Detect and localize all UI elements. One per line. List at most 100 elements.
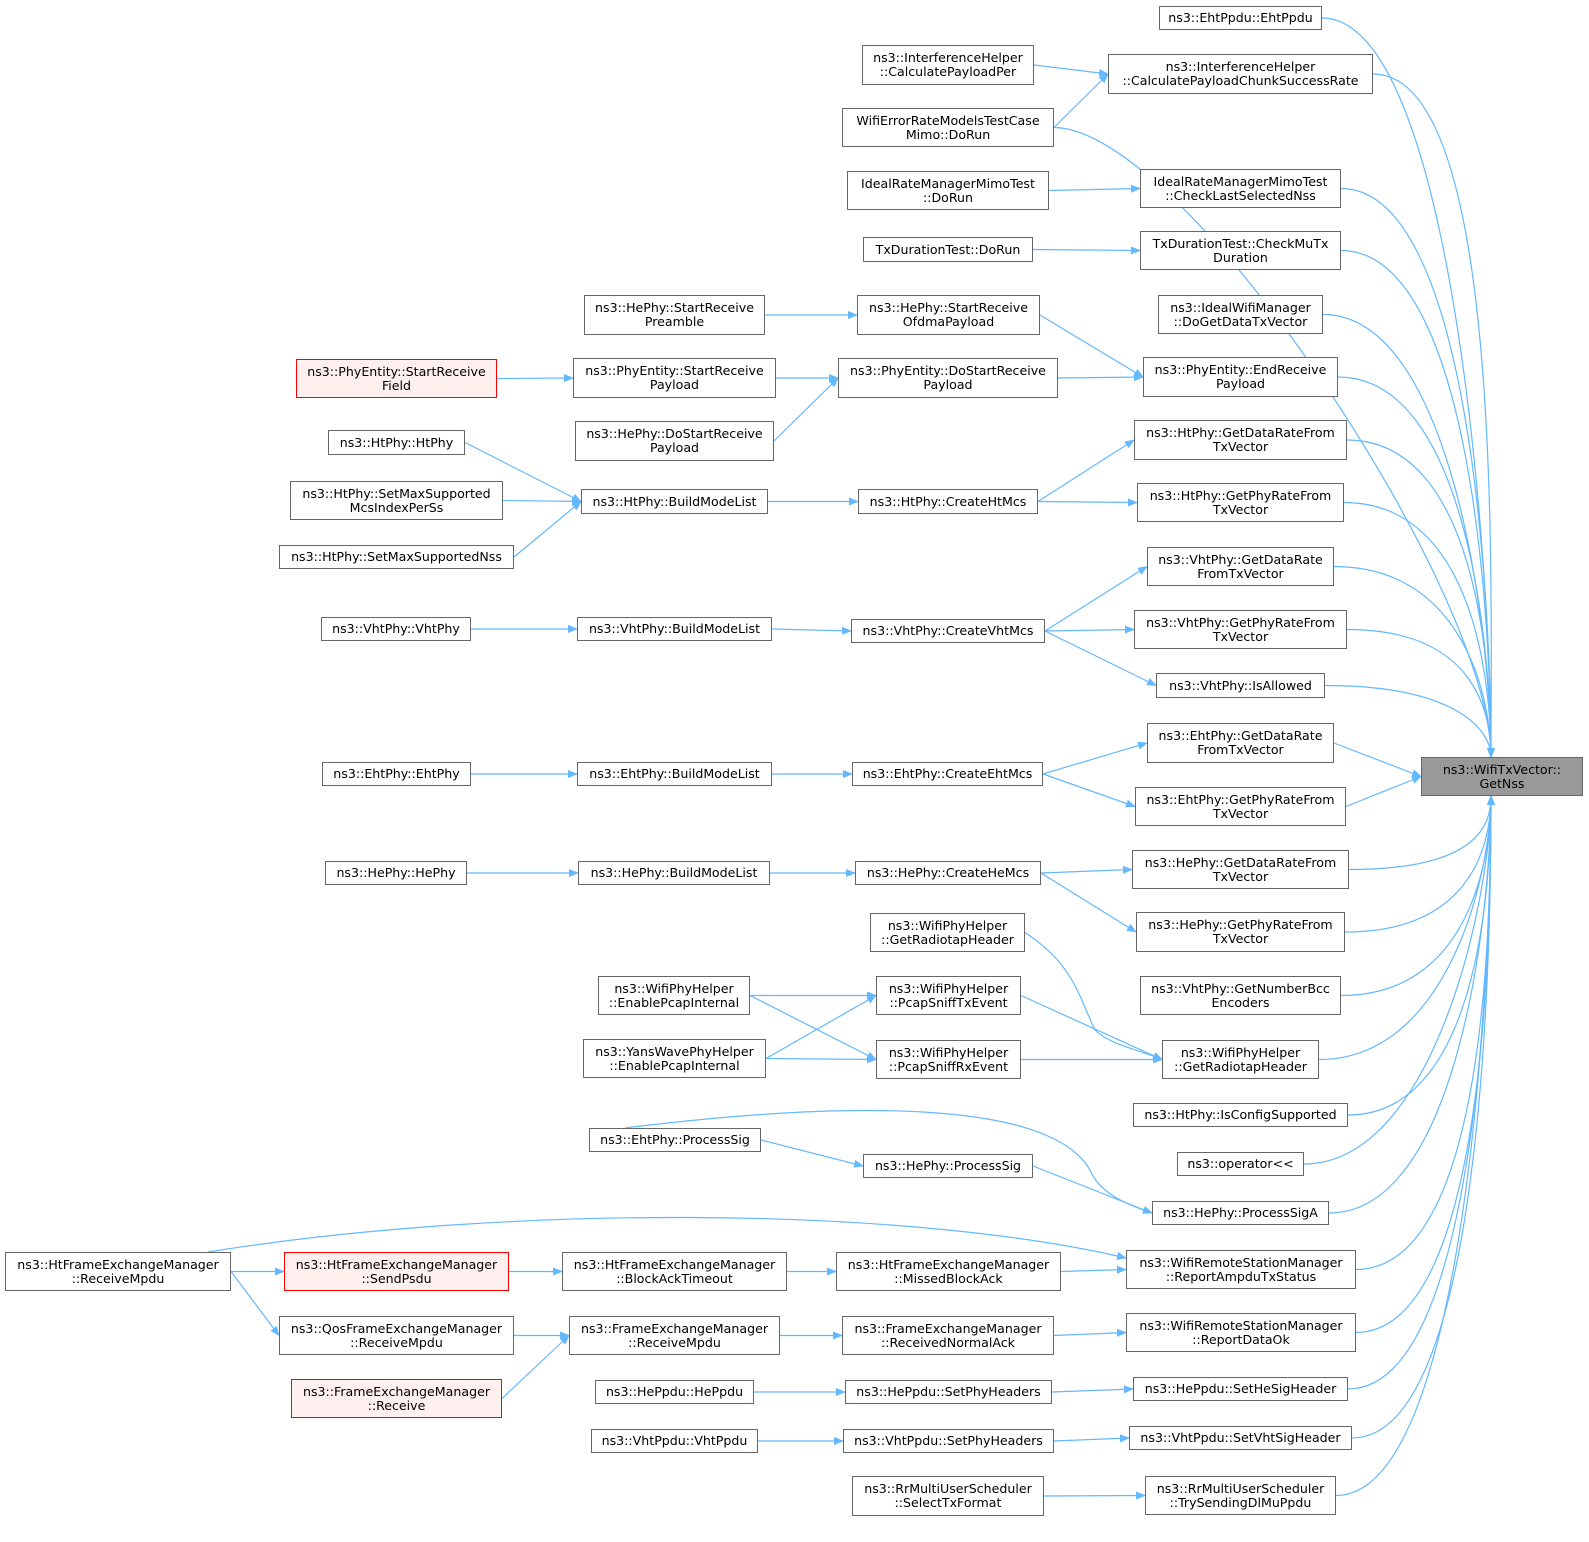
node-eht-createmcs[interactable]: ns3::EhtPhy::CreateEhtMcs bbox=[852, 762, 1043, 786]
node-ideal-mgr[interactable]: ns3::IdealWifiManager ::DoGetDataTxVecto… bbox=[1158, 295, 1323, 334]
edge-htfem-recv-to-wrsm-ampdu bbox=[207, 1216, 1127, 1260]
edge-rr-select-to-rr-trysend bbox=[1043, 1491, 1146, 1500]
node-wph-sniff-rx[interactable]: ns3::WifiPhyHelper ::PcapSniffRxEvent bbox=[876, 1040, 1021, 1079]
node-wrsm-dataok[interactable]: ns3::WifiRemoteStationManager ::ReportDa… bbox=[1126, 1313, 1356, 1352]
node-op-ltlt[interactable]: ns3::operator<< bbox=[1177, 1152, 1304, 1176]
node-vht-bcc[interactable]: ns3::VhtPhy::GetNumberBcc Encoders bbox=[1140, 976, 1341, 1015]
node-rr-select[interactable]: ns3::RrMultiUserScheduler ::SelectTxForm… bbox=[852, 1476, 1044, 1516]
node-qos-recv[interactable]: ns3::QosFrameExchangeManager ::ReceiveMp… bbox=[279, 1316, 514, 1355]
edge-eht-processsig-to-he-processsig bbox=[760, 1139, 864, 1168]
edge-pe-start-field-to-pe-start-payload bbox=[496, 374, 574, 383]
node-htfem-bat[interactable]: ns3::HtFrameExchangeManager ::BlockAckTi… bbox=[562, 1252, 787, 1291]
edge-fem-normalack-to-wrsm-dataok bbox=[1053, 1328, 1127, 1337]
node-pe-dostart[interactable]: ns3::PhyEntity::DoStartReceive Payload bbox=[838, 358, 1058, 398]
node-ht-getphy[interactable]: ns3::HtPhy::GetPhyRateFrom TxVector bbox=[1137, 483, 1344, 522]
edge-heppdu-setphy-to-heppdu-setsig bbox=[1051, 1385, 1134, 1394]
node-he-processsiga[interactable]: ns3::HePhy::ProcessSigA bbox=[1152, 1201, 1329, 1225]
edge-eht-processsig-to-he-processsiga bbox=[624, 1109, 1153, 1214]
node-ht-htphy[interactable]: ns3::HtPhy::HtPhy bbox=[328, 430, 465, 455]
node-wph-enable[interactable]: ns3::WifiPhyHelper ::EnablePcapInternal bbox=[598, 976, 750, 1015]
node-txd-check[interactable]: TxDurationTest::CheckMuTx Duration bbox=[1140, 231, 1341, 270]
node-ht-setmaxnss[interactable]: ns3::HtPhy::SetMaxSupportedNss bbox=[279, 545, 514, 569]
node-vht-vhtphy[interactable]: ns3::VhtPhy::VhtPhy bbox=[321, 617, 471, 641]
edge-ih-calc-chunk-to-root bbox=[1372, 73, 1496, 758]
edge-htfem-missed-to-wrsm-ampdu bbox=[1060, 1265, 1127, 1274]
edge-ht-getphy-to-root bbox=[1343, 501, 1495, 758]
edge-ht-htphy-to-ht-build bbox=[464, 441, 582, 503]
node-ih-calc-chunk[interactable]: ns3::InterferenceHelper ::CalculatePaylo… bbox=[1108, 54, 1373, 94]
node-vhtppdu-setphy[interactable]: ns3::VhtPpdu::SetPhyHeaders bbox=[843, 1429, 1054, 1453]
node-pe-end[interactable]: ns3::PhyEntity::EndReceive Payload bbox=[1143, 357, 1338, 397]
node-htfem-recv[interactable]: ns3::HtFrameExchangeManager ::ReceiveMpd… bbox=[5, 1252, 231, 1291]
node-yans-enable[interactable]: ns3::YansWavePhyHelper ::EnablePcapInter… bbox=[583, 1039, 766, 1078]
node-vht-build[interactable]: ns3::VhtPhy::BuildModeList bbox=[577, 617, 772, 641]
edge-he-start-ofdma-to-pe-end bbox=[1039, 314, 1144, 378]
node-ht-isconfig[interactable]: ns3::HtPhy::IsConfigSupported bbox=[1133, 1103, 1348, 1127]
node-ht-getdata[interactable]: ns3::HtPhy::GetDataRateFrom TxVector bbox=[1134, 420, 1347, 460]
node-txd-dorun[interactable]: TxDurationTest::DoRun bbox=[863, 237, 1033, 262]
edge-ht-isconfig-to-root bbox=[1347, 795, 1495, 1116]
node-irm-dorun[interactable]: IdealRateManagerMimoTest ::DoRun bbox=[847, 171, 1049, 210]
node-he-start-pre[interactable]: ns3::HePhy::StartReceive Preamble bbox=[584, 295, 765, 335]
node-he-getdata[interactable]: ns3::HePhy::GetDataRateFrom TxVector bbox=[1132, 850, 1349, 889]
node-wph-radiotap-r[interactable]: ns3::WifiPhyHelper ::GetRadiotapHeader bbox=[1162, 1040, 1319, 1079]
node-vht-getphy[interactable]: ns3::VhtPhy::GetPhyRateFrom TxVector bbox=[1134, 610, 1347, 649]
node-htfem-sendpsdu[interactable]: ns3::HtFrameExchangeManager ::SendPsdu bbox=[284, 1252, 509, 1291]
edge-heppdu-setsig-to-root bbox=[1347, 795, 1495, 1390]
node-wifi-err-test[interactable]: WifiErrorRateModelsTestCase Mimo::DoRun bbox=[842, 108, 1054, 147]
node-heppdu-setsig[interactable]: ns3::HePpdu::SetHeSigHeader bbox=[1133, 1377, 1348, 1401]
edge-he-dostart-to-pe-dostart bbox=[773, 377, 839, 442]
node-vht-getdata[interactable]: ns3::VhtPhy::GetDataRate FromTxVector bbox=[1147, 547, 1334, 586]
node-he-start-ofdma[interactable]: ns3::HePhy::StartReceive OfdmaPayload bbox=[857, 295, 1040, 335]
edge-vht-createmcs-to-vht-getphy bbox=[1044, 625, 1135, 634]
node-ht-build[interactable]: ns3::HtPhy::BuildModeList bbox=[581, 489, 768, 514]
edge-yans-enable-to-wph-sniff-rx bbox=[765, 1055, 877, 1064]
node-he-dostart[interactable]: ns3::HePhy::DoStartReceive Payload bbox=[575, 421, 774, 461]
node-he-createmcs[interactable]: ns3::HePhy::CreateHeMcs bbox=[855, 861, 1041, 885]
node-he-getphy[interactable]: ns3::HePhy::GetPhyRateFrom TxVector bbox=[1136, 912, 1345, 952]
node-fem-normalack[interactable]: ns3::FrameExchangeManager ::ReceivedNorm… bbox=[842, 1316, 1054, 1355]
node-eht-build[interactable]: ns3::EhtPhy::BuildModeList bbox=[577, 762, 772, 786]
node-pe-start-payload[interactable]: ns3::PhyEntity::StartReceive Payload bbox=[573, 358, 776, 398]
edge-he-processsig-to-he-processsiga bbox=[1032, 1165, 1153, 1214]
node-eht-getdata[interactable]: ns3::EhtPhy::GetDataRate FromTxVector bbox=[1147, 723, 1334, 763]
node-ht-createmcs[interactable]: ns3::HtPhy::CreateHtMcs bbox=[858, 489, 1038, 514]
edge-wph-radiotap-l-to-wph-radiotap-r bbox=[1024, 931, 1163, 1061]
node-vhtppdu-setsig[interactable]: ns3::VhtPpdu::SetVhtSigHeader bbox=[1129, 1426, 1352, 1450]
node-vht-isallowed[interactable]: ns3::VhtPhy::IsAllowed bbox=[1156, 673, 1325, 698]
edge-irm-dorun-to-irm-check bbox=[1048, 184, 1141, 193]
edge-eht-createmcs-to-eht-getdata bbox=[1042, 741, 1148, 775]
node-ih-calc-per[interactable]: ns3::InterferenceHelper ::CalculatePaylo… bbox=[862, 45, 1034, 85]
node-heppdu[interactable]: ns3::HePpdu::HePpdu bbox=[595, 1380, 754, 1404]
node-eht-getphy[interactable]: ns3::EhtPhy::GetPhyRateFrom TxVector bbox=[1135, 787, 1346, 826]
node-eht-ppdu[interactable]: ns3::EhtPpdu::EhtPpdu bbox=[1159, 6, 1322, 30]
node-fem-recvmpdu[interactable]: ns3::FrameExchangeManager ::ReceiveMpdu bbox=[569, 1316, 780, 1355]
edge-ht-createmcs-to-ht-getphy bbox=[1037, 498, 1138, 507]
edge-eht-createmcs-to-eht-getphy bbox=[1042, 773, 1136, 808]
edge-op-ltlt-to-root bbox=[1303, 795, 1495, 1165]
edge-vht-build-to-vht-createmcs bbox=[771, 626, 852, 635]
node-he-build[interactable]: ns3::HePhy::BuildModeList bbox=[578, 861, 770, 885]
node-ht-setmaxmcs[interactable]: ns3::HtPhy::SetMaxSupported McsIndexPerS… bbox=[290, 481, 503, 520]
node-heppdu-setphy[interactable]: ns3::HePpdu::SetPhyHeaders bbox=[845, 1380, 1052, 1404]
node-irm-check[interactable]: IdealRateManagerMimoTest ::CheckLastSele… bbox=[1140, 169, 1341, 208]
node-eht-ehtphy[interactable]: ns3::EhtPhy::EhtPhy bbox=[322, 762, 471, 786]
node-fem-receive[interactable]: ns3::FrameExchangeManager ::Receive bbox=[291, 1379, 502, 1418]
edge-yans-enable-to-wph-sniff-tx bbox=[765, 994, 877, 1060]
node-he-processsig[interactable]: ns3::HePhy::ProcessSig bbox=[863, 1154, 1033, 1178]
edge-txd-check-to-root bbox=[1340, 249, 1495, 758]
node-eht-processsig[interactable]: ns3::EhtPhy::ProcessSig bbox=[589, 1128, 761, 1152]
node-pe-start-field[interactable]: ns3::PhyEntity::StartReceive Field bbox=[296, 359, 497, 398]
edge-vht-createmcs-to-vht-isallowed bbox=[1044, 630, 1157, 687]
node-wph-radiotap-l[interactable]: ns3::WifiPhyHelper ::GetRadiotapHeader bbox=[870, 913, 1025, 952]
node-vht-createmcs[interactable]: ns3::VhtPhy::CreateVhtMcs bbox=[851, 619, 1045, 643]
node-vhtppdu[interactable]: ns3::VhtPpdu::VhtPpdu bbox=[591, 1429, 758, 1453]
node-wph-sniff-tx[interactable]: ns3::WifiPhyHelper ::PcapSniffTxEvent bbox=[876, 976, 1021, 1015]
node-root: ns3::WifiTxVector:: GetNss bbox=[1421, 757, 1583, 796]
node-he-hephy[interactable]: ns3::HePhy::HePhy bbox=[325, 861, 467, 885]
node-rr-trysend[interactable]: ns3::RrMultiUserScheduler ::TrySendingDl… bbox=[1145, 1476, 1336, 1515]
node-htfem-missed[interactable]: ns3::HtFrameExchangeManager ::MissedBloc… bbox=[836, 1252, 1061, 1291]
edge-vht-isallowed-to-root bbox=[1324, 684, 1495, 758]
node-wrsm-ampdu[interactable]: ns3::WifiRemoteStationManager ::ReportAm… bbox=[1126, 1250, 1356, 1289]
